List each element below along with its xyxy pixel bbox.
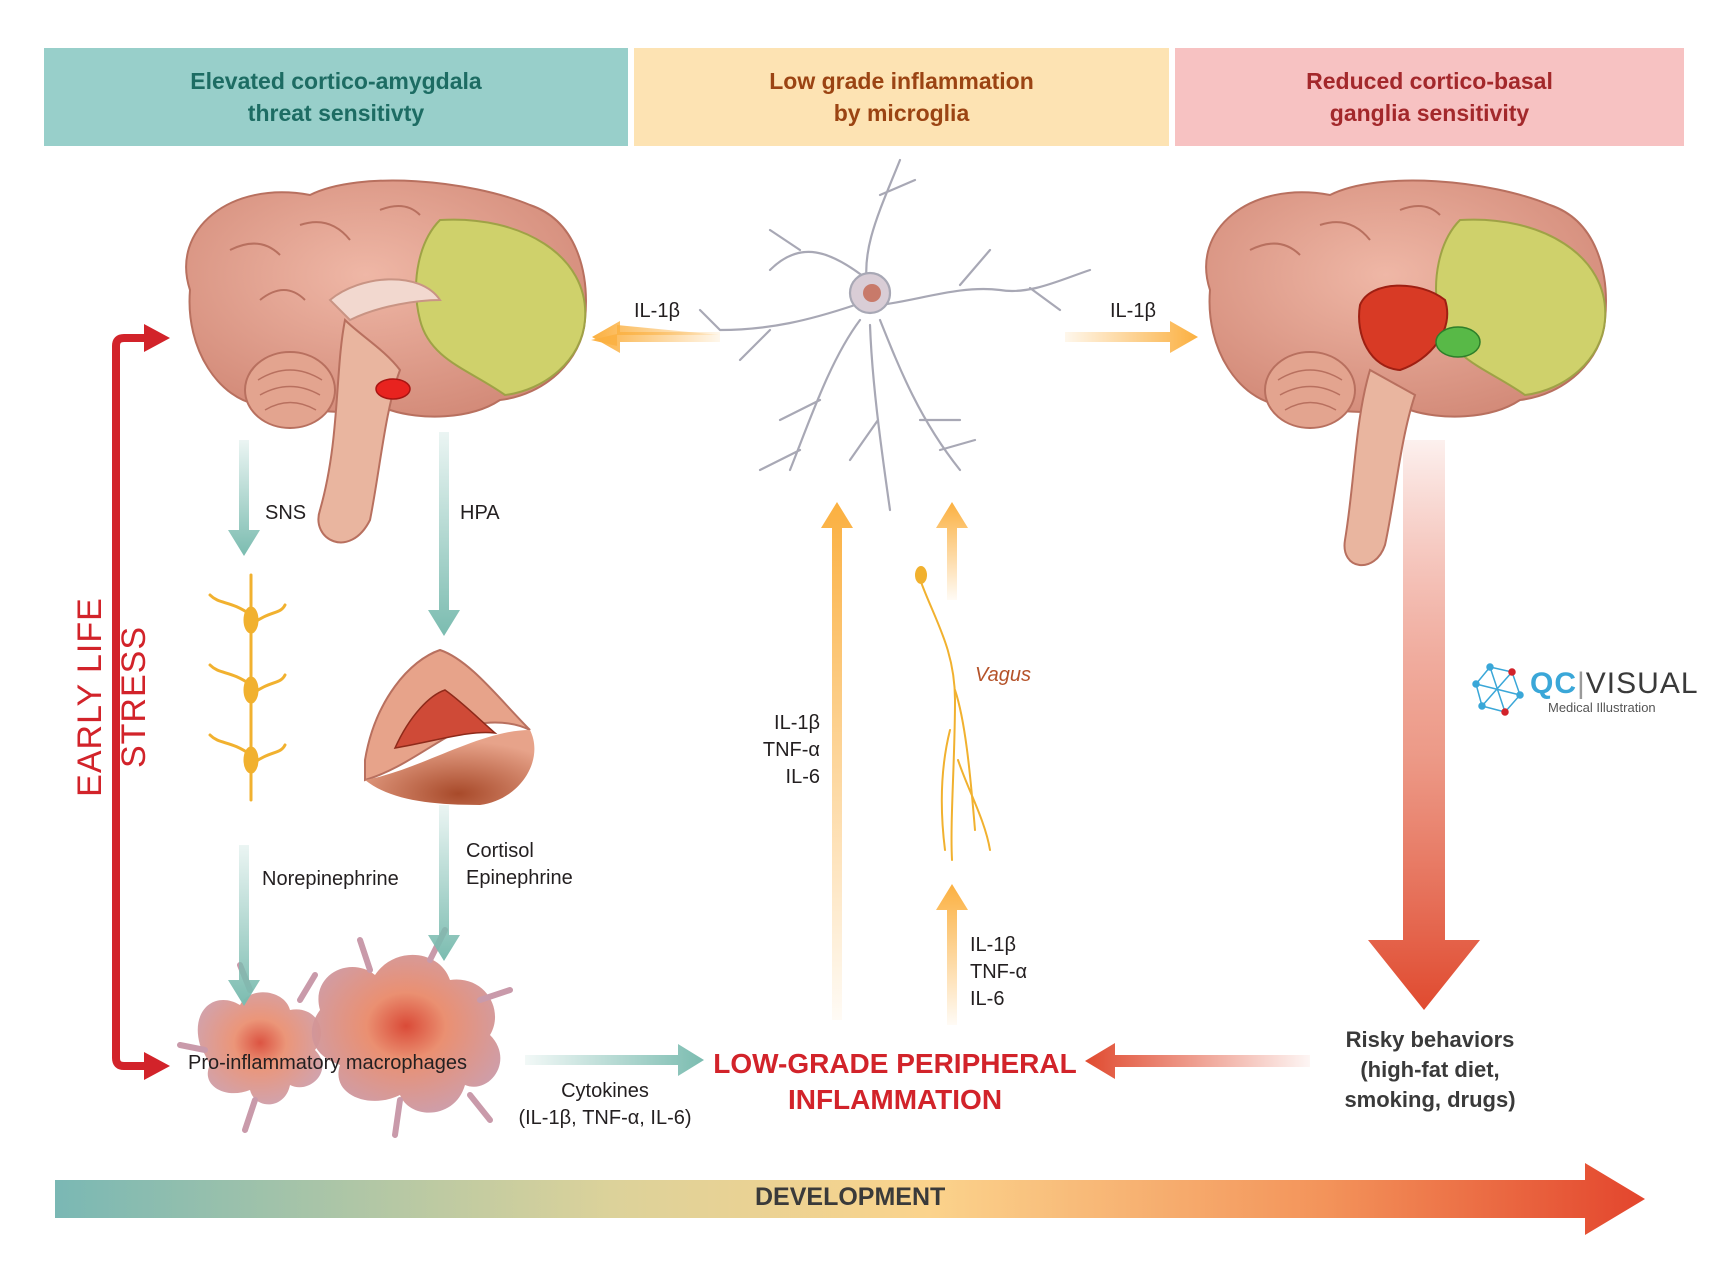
risky-down-arrow [1368, 440, 1480, 1010]
right-il1b-arrow [1065, 321, 1198, 353]
macrophages-illustration [177, 927, 513, 1138]
peripheral-line2: INFLAMMATION [787, 1084, 1003, 1115]
hpa-label: HPA [460, 502, 500, 524]
risky-behaviors-label: Risky behaviors (high-fat diet, smoking,… [1315, 1025, 1545, 1115]
sns-arrow [228, 440, 260, 556]
cytokines-caption: Cytokines (IL-1β, TNF-α, IL-6) [505, 1078, 705, 1132]
teal-arrows [228, 432, 704, 1076]
adrenal-gland-illustration [364, 648, 535, 805]
cytokine-upper-1: IL-1β [774, 712, 820, 734]
up-arrow-lower [936, 884, 968, 1025]
header-threat-line2: threat sensitivty [247, 100, 425, 126]
peripheral-inflammation-label: LOW-GRADE PERIPHERAL INFLAMMATION [700, 1046, 1090, 1118]
early-life-stress-text: EARLY LIFE STRESS [68, 527, 153, 867]
norepinephrine-arrow [228, 845, 260, 1006]
header-threat-line1: Elevated cortico-amygdala [190, 68, 482, 94]
orange-arrows [591, 321, 1198, 1025]
right-il1b-label: IL-1β [1110, 300, 1156, 322]
up-arrow-vagus [936, 502, 968, 600]
left-il1b-label: IL-1β [634, 300, 680, 322]
up-arrow-left [821, 502, 853, 1020]
cytokine-lower-1: IL-1β [970, 934, 1016, 956]
hpa-arrow [428, 432, 460, 636]
bracket-arrow-top [144, 324, 170, 352]
cytokine-lower-2: TNF-α [970, 961, 1028, 983]
epinephrine-label: Epinephrine [466, 867, 573, 889]
development-label: DEVELOPMENT [755, 1183, 946, 1211]
network-logo-icon [1472, 663, 1524, 716]
microglia-illustration [698, 158, 1092, 512]
logo-brand: QC [1530, 667, 1577, 700]
cytokines-title: Cytokines [561, 1080, 649, 1102]
header-threat: Elevated cortico-amygdala threat sensiti… [44, 48, 628, 146]
logo-divider: | [1577, 667, 1586, 700]
header-microglia: Low grade inflammation by microglia [634, 48, 1169, 146]
header-basal-line1: Reduced cortico-basal [1306, 68, 1553, 94]
risky-line1: Risky behaviors [1345, 1027, 1515, 1052]
early-life-stress-bracket [112, 334, 150, 1070]
hormones-label: Cortisol Epinephrine [466, 838, 573, 892]
risky-line2: (high-fat diet, [1360, 1057, 1500, 1082]
header-microglia-line2: by microglia [833, 100, 970, 126]
peripheral-line1: LOW-GRADE PERIPHERAL [713, 1048, 1077, 1079]
logo-name: VISUAL [1585, 667, 1699, 700]
early-life-stress-vertical: EARLY LIFE STRESS [71, 597, 153, 797]
cytokine-lower-3: IL-6 [970, 988, 1005, 1010]
sympathetic-chain-illustration [208, 573, 287, 802]
header-microglia-line1: Low grade inflammation [769, 68, 1034, 94]
cortisol-arrow [428, 805, 460, 961]
norepinephrine-label: Norepinephrine [262, 868, 399, 890]
left-brain-illustration [185, 179, 587, 544]
qc-visual-logo: QC|VISUAL Medical Illustration [1530, 667, 1699, 716]
development-bar [55, 1163, 1645, 1235]
cytokine-upper-2: TNF-α [762, 739, 820, 761]
vagus-nerve-illustration [915, 566, 991, 861]
cytokines-list: (IL-1β, TNF-α, IL-6) [518, 1107, 692, 1129]
bracket-arrow-bottom [144, 1052, 170, 1080]
header-basal-ganglia: Reduced cortico-basal ganglia sensitivit… [1175, 48, 1684, 146]
cortisol-label: Cortisol [466, 840, 534, 862]
cytokines-lower-label: IL-1β TNF-α IL-6 [970, 932, 1027, 1013]
left-il1b-arrow [591, 325, 720, 346]
logo-tagline: Medical Illustration [1548, 700, 1656, 715]
cytokines-arrow [525, 1044, 704, 1076]
right-brain-illustration [1205, 179, 1607, 566]
vagus-label: Vagus [975, 664, 1031, 686]
cytokine-upper-3: IL-6 [785, 766, 820, 788]
risky-left-arrow [1085, 1043, 1310, 1079]
header-basal-line2: ganglia sensitivity [1329, 100, 1530, 126]
macrophages-label: Pro-inflammatory macrophages [188, 1052, 467, 1074]
cytokines-upper-label: IL-1β TNF-α IL-6 [760, 710, 820, 791]
red-arrows [112, 324, 1480, 1080]
sns-label: SNS [265, 502, 307, 524]
risky-line3: smoking, drugs) [1344, 1087, 1516, 1112]
